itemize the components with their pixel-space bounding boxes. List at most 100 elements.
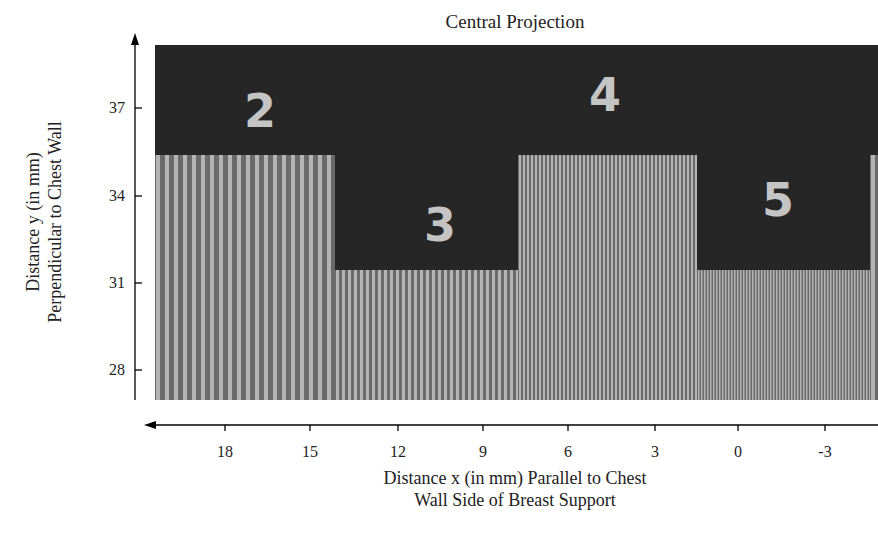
bar [450, 270, 453, 400]
bar [725, 270, 727, 400]
bar [619, 155, 621, 400]
bar [830, 270, 832, 400]
bar [719, 270, 721, 400]
tick-mark [309, 425, 310, 431]
bar [219, 155, 223, 400]
tick-mark [654, 425, 655, 431]
bar [740, 270, 742, 400]
bar [360, 270, 363, 400]
tick-mark [567, 425, 568, 431]
axes [131, 33, 878, 431]
tick-label: 34 [109, 186, 125, 205]
bar-group-ground [870, 155, 878, 400]
bar [384, 270, 387, 400]
bar [647, 155, 649, 400]
bar [815, 270, 817, 400]
bar [716, 270, 718, 400]
tick-label: 28 [109, 360, 125, 379]
bar [156, 155, 160, 400]
bar [519, 155, 521, 400]
bar-group-ground [155, 155, 335, 400]
bar [414, 270, 417, 400]
bar [776, 270, 778, 400]
bar [845, 270, 847, 400]
y-axis-arrowhead [131, 33, 139, 45]
bar [800, 270, 802, 400]
tick-label: 15 [302, 442, 318, 461]
bar [803, 270, 805, 400]
bar [871, 155, 875, 400]
bar [842, 270, 844, 400]
bar [854, 270, 856, 400]
tick-label: 3 [651, 442, 659, 461]
bar [438, 270, 441, 400]
tick-mark [737, 425, 738, 431]
tick-label: 0 [734, 442, 742, 461]
bar [402, 270, 405, 400]
bar [583, 155, 585, 400]
tick-mark [135, 369, 142, 370]
bar [818, 270, 820, 400]
bar [761, 270, 763, 400]
bar [378, 270, 381, 400]
bar [462, 270, 465, 400]
bar [309, 155, 313, 400]
group-number: 5 [762, 173, 794, 228]
bar [734, 270, 736, 400]
bar [255, 155, 259, 400]
tick-label: 31 [109, 273, 125, 292]
bar [571, 155, 573, 400]
bar [354, 270, 357, 400]
group-number: 4 [589, 68, 621, 123]
bar [863, 270, 865, 400]
bar [183, 155, 187, 400]
bar [444, 270, 447, 400]
bar [408, 270, 411, 400]
bar [579, 155, 581, 400]
bar [595, 155, 597, 400]
y-ticks [135, 108, 142, 370]
bar [731, 270, 733, 400]
bar [797, 270, 799, 400]
bar [833, 270, 835, 400]
bar [631, 155, 633, 400]
bar [866, 270, 868, 400]
bar [623, 155, 625, 400]
bar [246, 155, 250, 400]
bar [492, 270, 495, 400]
bar [779, 270, 781, 400]
bar [675, 155, 677, 400]
bar [201, 155, 205, 400]
tick-label: 12 [390, 442, 406, 461]
tick-label: 18 [217, 442, 233, 461]
bar [432, 270, 435, 400]
bar [192, 155, 196, 400]
bar [498, 270, 501, 400]
bar [468, 270, 471, 400]
bar [704, 270, 706, 400]
bar [531, 155, 533, 400]
bar [782, 270, 784, 400]
bar [535, 155, 537, 400]
bar [563, 155, 565, 400]
phantom-background [155, 45, 878, 400]
bar [547, 155, 549, 400]
bar [794, 270, 796, 400]
bar [607, 155, 609, 400]
bar [857, 270, 859, 400]
y-axis [134, 40, 135, 400]
tick-mark [397, 425, 398, 431]
bar [639, 155, 641, 400]
bar [366, 270, 369, 400]
tick-mark [482, 425, 483, 431]
bar [426, 270, 429, 400]
bar [701, 270, 703, 400]
tick-label: 6 [564, 442, 572, 461]
bar [860, 270, 862, 400]
bar [327, 155, 331, 400]
bar [839, 270, 841, 400]
bar [713, 270, 715, 400]
bar [746, 270, 748, 400]
bar [336, 270, 339, 400]
x-ticks [225, 425, 825, 431]
